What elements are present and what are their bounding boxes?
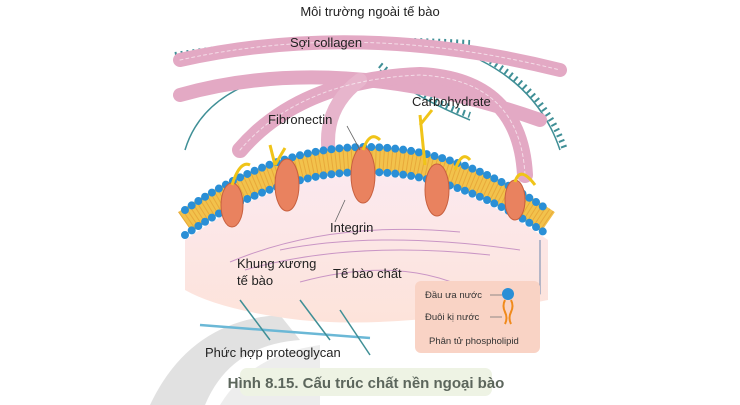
integrin-proteins xyxy=(220,146,526,228)
caption-box xyxy=(240,368,492,396)
cytoplasm-label: Tế bào chất xyxy=(333,266,402,281)
phospholipid-title: Phân tử phospholipid xyxy=(429,336,519,347)
cytoskeleton-label-line2: tế bào xyxy=(237,273,273,288)
figure-caption: Hình 8.15. Cấu trúc chất nền ngoại bào xyxy=(228,375,505,392)
outside-cell-label: Môi trường ngoài tế bào xyxy=(300,4,439,19)
tail-label: Đuôi kị nước xyxy=(425,312,480,323)
carbohydrate-label: Carbohydrate xyxy=(412,94,491,109)
phospholipid-tail-icon xyxy=(502,299,514,325)
collagen-label: Sợi collagen xyxy=(290,35,362,50)
proteoglycan-label: Phức hợp proteoglycan xyxy=(205,345,341,360)
fibronectin-label: Fibronectin xyxy=(268,112,332,127)
head-label: Đầu ưa nước xyxy=(425,290,482,301)
integrin-label: Integrin xyxy=(330,220,373,235)
phospholipid-legend: Đầu ưa nước Đuôi kị nước Phân tử phospho… xyxy=(415,281,540,353)
phospholipid-head-icon xyxy=(502,288,514,300)
carbohydrate-chains xyxy=(230,109,537,186)
collagen-fibers xyxy=(173,35,567,183)
cytoskeleton-label-line1: Khung xương xyxy=(237,256,316,271)
